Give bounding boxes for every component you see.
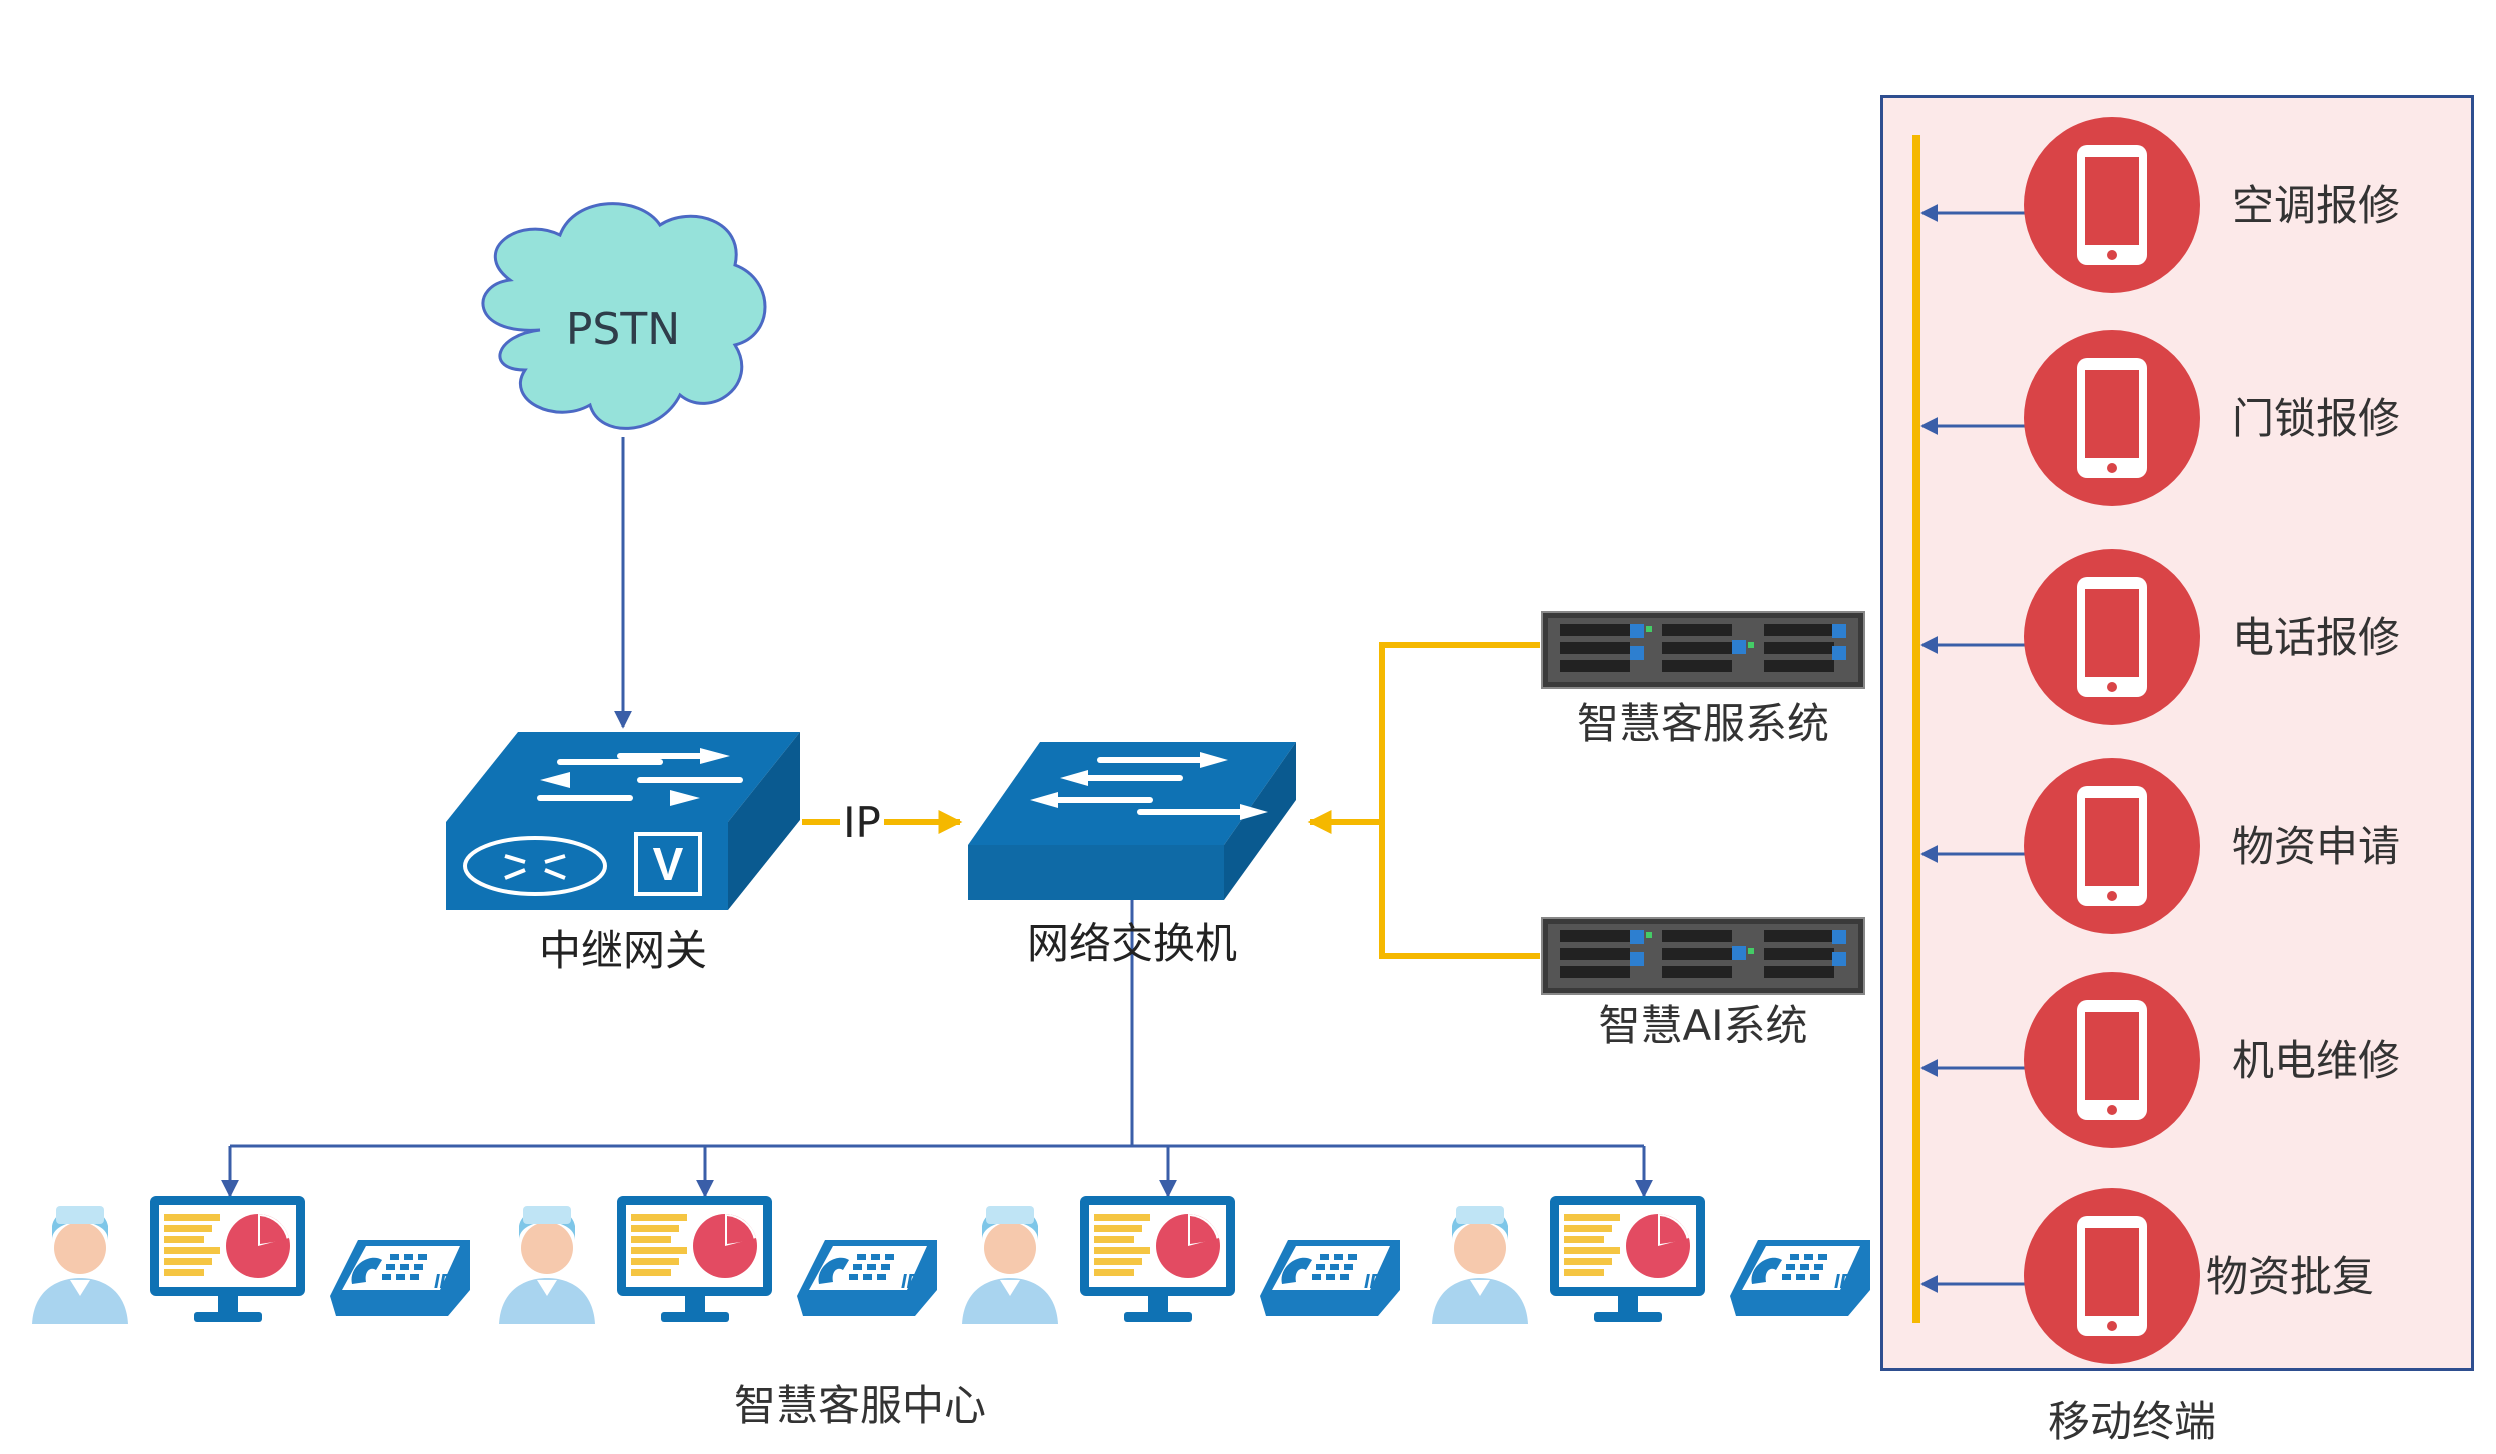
monitor-icon — [150, 1196, 305, 1322]
ip-phone-badge: IP — [1364, 1271, 1384, 1293]
mobile-terminal-item: 门锁报修 — [1920, 330, 2400, 506]
agent-avatar-icon — [1432, 1206, 1528, 1324]
callcenter-station: IP — [499, 1196, 937, 1324]
pstn-cloud-icon — [481, 202, 767, 430]
gateway-label: 中继网关 — [539, 926, 707, 975]
server-label-2: 智慧AI系统 — [1598, 1001, 1807, 1050]
mobile-phone-icon — [2024, 758, 2200, 934]
mobile-terminal-label-item: 空调报修 — [2232, 181, 2400, 230]
mobile-terminal-item: 空调报修 — [1920, 117, 2400, 293]
pstn-label: PSTN — [566, 304, 680, 355]
gateway-badge: V — [653, 838, 684, 890]
callcenter-stations: IP IP IP IP — [32, 1196, 1870, 1324]
network-switch-icon — [968, 742, 1296, 900]
agent-avatar-icon — [32, 1206, 128, 1324]
ip-phone-icon: IP — [797, 1240, 937, 1316]
mobile-phone-icon — [2024, 549, 2200, 725]
mobile-terminal-label: 移动终端 — [2048, 1397, 2216, 1446]
mobile-terminal-label-item: 电话报修 — [2232, 613, 2400, 662]
servers-to-switch-connector — [1307, 642, 1540, 959]
monitor-icon — [1080, 1196, 1235, 1322]
ip-phone-badge: IP — [901, 1271, 921, 1293]
callcenter-station: IP — [962, 1196, 1400, 1324]
ip-phone-icon: IP — [1260, 1240, 1400, 1316]
mobile-terminal-label-item: 物资批复 — [2206, 1252, 2374, 1301]
mobile-terminal-item: 物资批复 — [1920, 1188, 2374, 1364]
monitor-icon — [1550, 1196, 1705, 1322]
mobile-phone-icon — [2024, 1188, 2200, 1364]
ip-phone-badge: IP — [434, 1271, 454, 1293]
ip-phone-badge: IP — [1834, 1271, 1854, 1293]
callcenter-drop-arrows — [221, 1146, 1653, 1198]
trunk-gateway-icon: V — [446, 732, 800, 910]
mobile-terminal-item: 机电维修 — [1920, 972, 2400, 1148]
switch-label: 网络交换机 — [1027, 919, 1237, 968]
ip-phone-icon: IP — [1730, 1240, 1870, 1316]
agent-avatar-icon — [499, 1206, 595, 1324]
mobile-terminal-panel — [1880, 95, 2474, 1371]
mobile-terminal-label-item: 物资申请 — [2232, 822, 2400, 871]
ai-system-server-icon — [1541, 917, 1865, 995]
mobile-terminal-item: 电话报修 — [1920, 549, 2400, 725]
mobile-terminal-label-item: 门锁报修 — [2232, 394, 2400, 443]
mobile-phone-icon — [2024, 330, 2200, 506]
callcenter-station: IP — [1432, 1196, 1870, 1324]
mobile-phone-icon — [2024, 972, 2200, 1148]
mobile-phone-icon — [2024, 117, 2200, 293]
ip-phone-icon: IP — [330, 1240, 470, 1316]
ip-link-label: IP — [843, 798, 881, 847]
server-label-1: 智慧客服系统 — [1577, 699, 1829, 748]
callcenter-label: 智慧客服中心 — [734, 1381, 986, 1430]
mobile-terminal-item: 物资申请 — [1920, 758, 2400, 934]
agent-avatar-icon — [962, 1206, 1058, 1324]
mobile-terminal-label-item: 机电维修 — [2232, 1036, 2400, 1085]
customer-service-server-icon — [1541, 611, 1865, 689]
switch-to-callcenter-connector — [230, 900, 1644, 1148]
callcenter-station: IP — [32, 1196, 470, 1324]
monitor-icon — [617, 1196, 772, 1322]
